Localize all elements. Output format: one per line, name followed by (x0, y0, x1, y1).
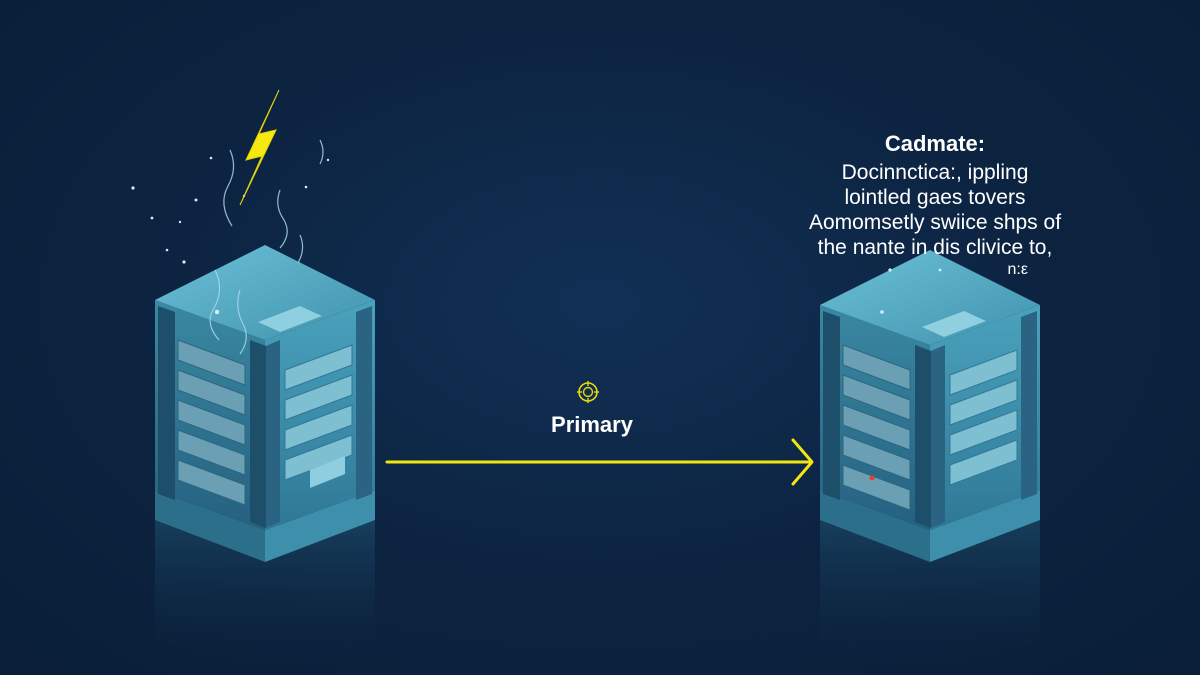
destination-server-top-panel (922, 311, 986, 337)
primary-link-arrow (385, 438, 814, 486)
caption-title: Cadmate: (884, 131, 986, 156)
source-server-left-vents (177, 339, 246, 506)
destination-server-status-light (869, 475, 875, 481)
caption-line: lointled gaes tovers (844, 186, 1026, 209)
source-server-drive-slot (310, 456, 345, 488)
caption-line: Docinnctica:, ippling (841, 161, 1029, 184)
lightning-bolt-icon (239, 89, 280, 206)
caption-line: Aomomsetly swiice shps of (808, 211, 1062, 234)
link-target-icon (577, 381, 599, 403)
destination-server-reflection (820, 520, 1040, 675)
caption-tail: n:ε (1007, 261, 1028, 278)
destination-server-base (820, 490, 930, 562)
destination-server-left-vents (842, 344, 911, 511)
source-server-top-panel (258, 306, 322, 332)
link-label: Primary (551, 412, 633, 437)
destination-server-right-vents (949, 349, 1018, 486)
source-server-base (155, 490, 265, 562)
source-server-right-vents (284, 344, 353, 481)
destination-server-sparks (880, 268, 942, 314)
destination-server (820, 250, 1040, 675)
caption-line: the nante in dis clivice to, (817, 236, 1053, 259)
spark-dots (131, 156, 330, 315)
destination-caption: Cadmate: Docinnctica:, ippling lointled … (790, 130, 1080, 280)
electric-sparks (209, 139, 324, 355)
source-server (155, 245, 375, 675)
source-server-reflection (155, 520, 375, 675)
